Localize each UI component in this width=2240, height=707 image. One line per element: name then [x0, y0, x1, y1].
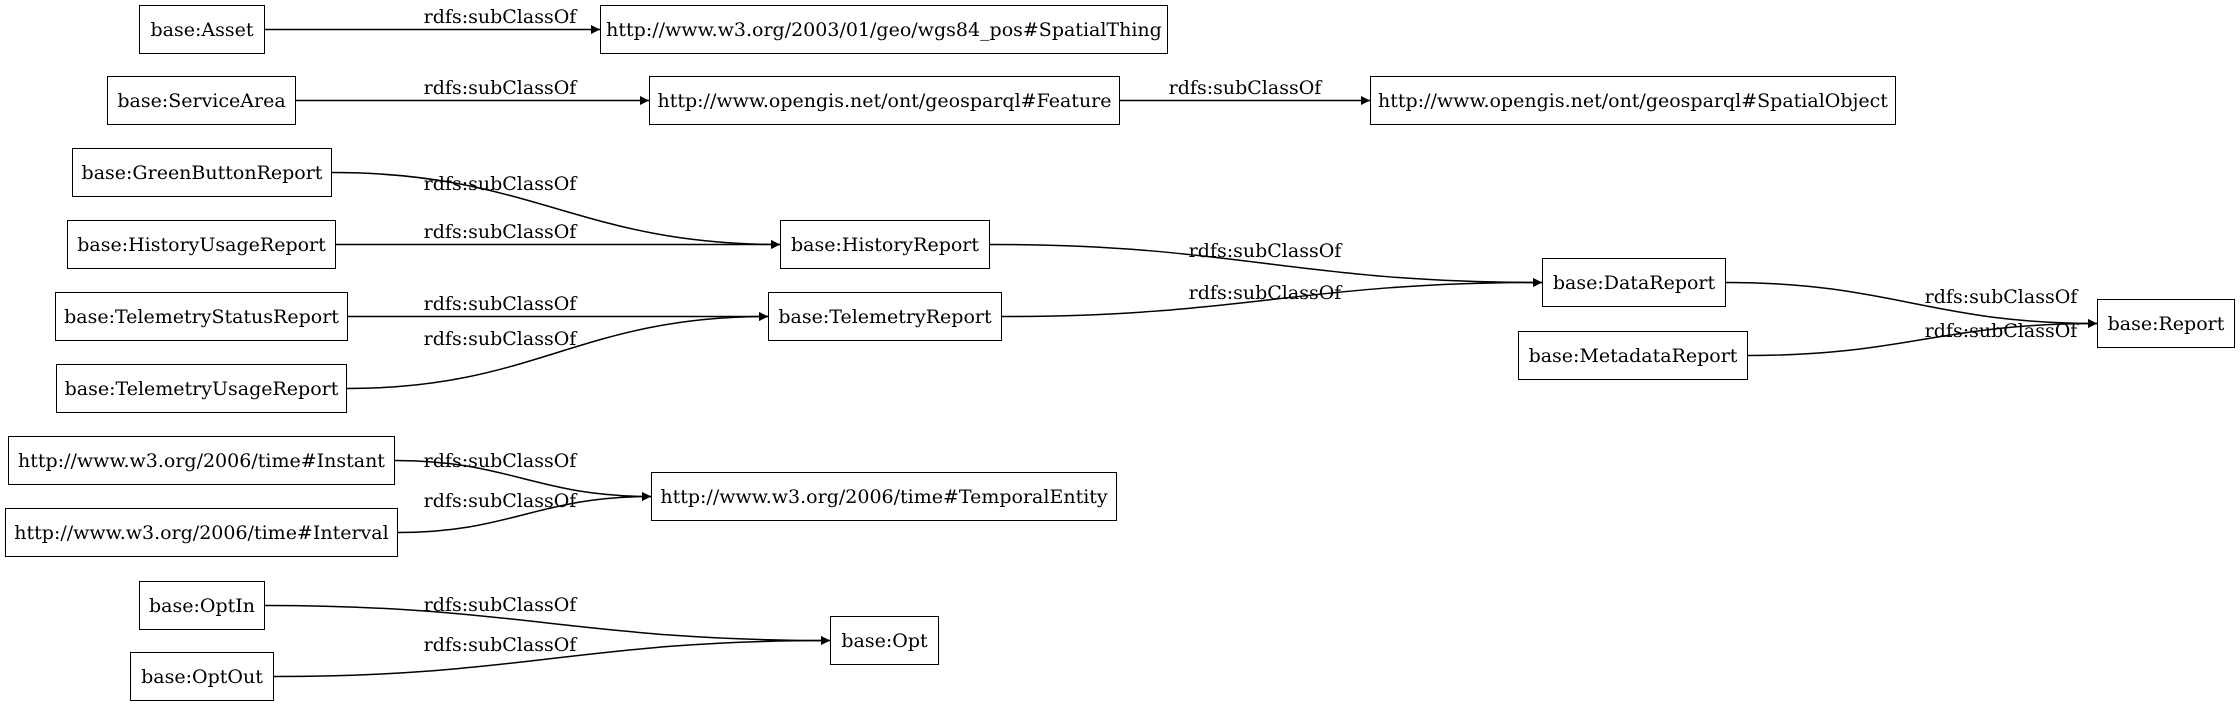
edge-telemetry-usage-report-to-telemetry-report — [346, 312, 769, 390]
edge-label-interval-temporal: rdfs:subClassOf — [423, 490, 577, 512]
node-telemetry-report[interactable]: base:TelemetryReport — [768, 292, 1002, 341]
edge-label-green-button-history: rdfs:subClassOf — [423, 173, 577, 195]
node-instant[interactable]: http://www.w3.org/2006/time#Instant — [8, 436, 395, 485]
edge-data-report-to-report — [1725, 281, 2098, 328]
edge-label-data-report: rdfs:subClassOf — [1924, 286, 2078, 308]
edge-history-report-to-data-report — [989, 243, 1543, 287]
node-report[interactable]: base:Report — [2097, 299, 2235, 348]
node-history-report[interactable]: base:HistoryReport — [780, 220, 990, 269]
edge-opt-in-to-opt — [264, 604, 831, 645]
edge-label-instant-temporal: rdfs:subClassOf — [423, 450, 577, 472]
node-spatial-object[interactable]: http://www.opengis.net/ont/geosparql#Spa… — [1370, 76, 1896, 125]
edge-label-asset-spatial-thing: rdfs:subClassOf — [423, 6, 577, 28]
node-green-button-report[interactable]: base:GreenButtonReport — [72, 148, 332, 197]
node-interval[interactable]: http://www.w3.org/2006/time#Interval — [5, 508, 398, 557]
edge-label-telemetry-status-telemetry: rdfs:subClassOf — [423, 293, 577, 315]
edge-instant-to-temporal-entity — [394, 459, 652, 501]
edge-metadata-report-to-report — [1747, 319, 2098, 357]
edge-label-opt-out-opt: rdfs:subClassOf — [423, 634, 577, 656]
edge-green-button-report-to-history-report — [331, 171, 781, 249]
edge-opt-out-to-opt — [273, 636, 831, 678]
edge-label-feature-spatial-object: rdfs:subClassOf — [1168, 77, 1322, 99]
edge-label-history-usage-history: rdfs:subClassOf — [423, 221, 577, 243]
node-metadata-report[interactable]: base:MetadataReport — [1518, 331, 1748, 380]
node-opt[interactable]: base:Opt — [830, 616, 939, 665]
edge-label-metadata-report: rdfs:subClassOf — [1924, 320, 2078, 342]
edge-telemetry-report-to-data-report — [1001, 278, 1543, 318]
node-history-usage-report[interactable]: base:HistoryUsageReport — [67, 220, 336, 269]
node-opt-in[interactable]: base:OptIn — [139, 581, 265, 630]
edge-label-telemetry-data: rdfs:subClassOf — [1188, 282, 1342, 304]
edge-label-history-data: rdfs:subClassOf — [1188, 240, 1342, 262]
node-feature[interactable]: http://www.opengis.net/ont/geosparql#Fea… — [649, 76, 1120, 125]
edge-label-telemetry-usage-telemetry: rdfs:subClassOf — [423, 328, 577, 350]
node-temporal-entity[interactable]: http://www.w3.org/2006/time#TemporalEnti… — [651, 472, 1117, 521]
node-telemetry-status-report[interactable]: base:TelemetryStatusReport — [55, 292, 348, 341]
node-telemetry-usage-report[interactable]: base:TelemetryUsageReport — [56, 364, 347, 413]
edge-interval-to-temporal-entity — [397, 492, 652, 534]
node-service-area[interactable]: base:ServiceArea — [107, 76, 296, 125]
edge-label-service-area-feature: rdfs:subClassOf — [423, 77, 577, 99]
edge-label-opt-in-opt: rdfs:subClassOf — [423, 594, 577, 616]
node-asset[interactable]: base:Asset — [139, 5, 265, 54]
node-data-report[interactable]: base:DataReport — [1542, 258, 1726, 307]
node-spatial-thing[interactable]: http://www.w3.org/2003/01/geo/wgs84_pos#… — [600, 5, 1168, 54]
node-opt-out[interactable]: base:OptOut — [130, 652, 274, 701]
